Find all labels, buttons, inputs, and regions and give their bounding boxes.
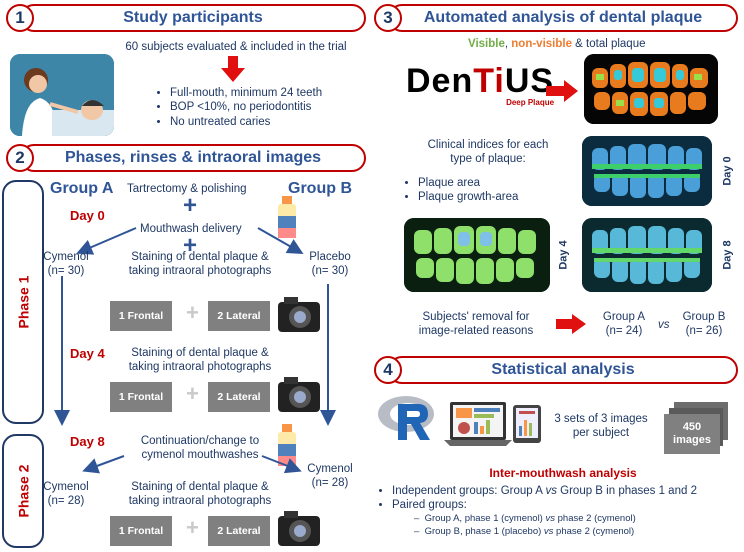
section1-title-pill: Study participants [20, 4, 366, 32]
tablet-chart-icon [513, 405, 541, 443]
paired-item: – Group A, phase 1 (cymenol) vs phase 2 … [414, 513, 636, 524]
frontal-image-card: 1 Frontal [110, 301, 172, 331]
day0-side-label: Day 0 [722, 156, 735, 186]
placebo-group-b: Placebo(n= 30) [309, 251, 351, 278]
plus-icon: + [186, 381, 199, 406]
laptop-dashboard-icon [444, 402, 512, 446]
vs-text: vs [658, 319, 670, 331]
plus-icon: + [186, 515, 199, 540]
section1-number: 1 [6, 4, 34, 32]
section2-title-pill: Phases, rinses & intraoral images [20, 144, 366, 172]
plaque-types-text: Visible, non-visible & total plaque [468, 38, 646, 50]
subjects-text: 60 subjects evaluated & included in the … [125, 41, 347, 53]
day8-side-label: Day 8 [722, 240, 735, 270]
dentius-logo: DenTiUS Deep Plaque [406, 62, 555, 107]
lateral-image-card: 2 Lateral [208, 382, 270, 412]
day8-teeth-image [582, 218, 712, 292]
criteria-list: Full-mouth, minimum 24 teeth BOP <10%, n… [156, 86, 322, 129]
plaque-analysis-image [584, 54, 718, 124]
day0-teeth-image [582, 136, 712, 206]
section3-title: Automated analysis of dental plaque [423, 9, 703, 26]
staining-text-day0: Staining of dental plaque &taking intrao… [128, 251, 272, 278]
frontal-image-card: 1 Frontal [110, 516, 172, 546]
day4-side-label: Day 4 [558, 240, 571, 270]
indices-item: Plaque area [418, 176, 518, 190]
indices-list: Plaque area Plaque growth-area [404, 176, 518, 205]
section2-title: Phases, rinses & intraoral images [64, 149, 322, 166]
frontal-image-card: 1 Frontal [110, 382, 172, 412]
plus-icon: + [183, 232, 198, 259]
day4-label: Day 4 [70, 346, 105, 361]
section3-title-pill: Automated analysis of dental plaque [388, 4, 738, 32]
cymenol-group-a: Cymenol(n= 30) [43, 251, 89, 278]
criteria-item: BOP <10%, no periodontitis [170, 100, 322, 114]
analysis-item: Independent groups: Group A vs Group B i… [392, 484, 744, 498]
camera-icon [278, 297, 320, 332]
dentist-illustration [10, 54, 114, 136]
section4-title: Statistical analysis [491, 361, 635, 378]
right-arrow-icon [556, 314, 586, 334]
cymenol-group-a-phase2: Cymenol(n= 28) [43, 481, 89, 508]
section4-number: 4 [374, 356, 402, 384]
lateral-image-card: 2 Lateral [208, 301, 270, 331]
paired-item: – Group B, phase 1 (placebo) vs phase 2 … [414, 526, 635, 538]
day4-teeth-image [404, 218, 550, 292]
day0-label: Day 0 [70, 208, 105, 223]
phase2-label: Phase 2 [15, 464, 31, 518]
tartrectomy-text: Tartrectomy & polishing [127, 183, 247, 195]
analysis-item: Paired groups: [392, 498, 744, 512]
phase1-label: Phase 1 [15, 275, 31, 329]
inter-mouthwash-heading: Inter-mouthwash analysis [489, 466, 637, 480]
images-label: images [673, 434, 711, 446]
cymenol-group-b-phase2: Cymenol(n= 28) [307, 463, 353, 490]
staining-text-day4: Staining of dental plaque &taking intrao… [128, 347, 272, 374]
phase1-box: Phase 1 [2, 180, 44, 424]
analysis-list: Independent groups: Group A vs Group B i… [378, 484, 744, 513]
r-logo-icon [378, 396, 434, 440]
paired-sublist: – Group A, phase 1 (cymenol) vs phase 2 … [414, 512, 636, 539]
group-a-label: Group A [50, 180, 114, 197]
staining-text-day8: Staining of dental plaque &taking intrao… [128, 481, 272, 508]
down-arrow-icon [221, 56, 245, 82]
indices-item: Plaque growth-area [418, 190, 518, 204]
right-arrow-icon [546, 80, 578, 102]
plus-icon: + [183, 192, 198, 219]
group-a-result: Group A(n= 24) [602, 311, 646, 338]
lateral-image-card: 2 Lateral [208, 516, 270, 546]
section3-number: 3 [374, 4, 402, 32]
camera-icon [278, 377, 320, 412]
images-count: 450 [682, 420, 702, 433]
section2-number: 2 [6, 144, 34, 172]
plus-icon: + [186, 300, 199, 325]
section4-title-pill: Statistical analysis [388, 356, 738, 384]
mouthwash-delivery-text: Mouthwash delivery [140, 223, 242, 235]
group-b-label: Group B [288, 180, 352, 197]
section1-title: Study participants [123, 9, 263, 26]
criteria-item: Full-mouth, minimum 24 teeth [170, 86, 322, 100]
criteria-item: No untreated caries [170, 115, 322, 129]
day8-label: Day 8 [70, 434, 105, 449]
camera-icon [278, 511, 320, 546]
mouthwash-bottle-icon [278, 196, 296, 238]
group-b-result: Group B(n= 26) [682, 311, 726, 338]
phase2-box: Phase 2 [2, 434, 44, 548]
image-stack: 450 images [664, 402, 730, 454]
